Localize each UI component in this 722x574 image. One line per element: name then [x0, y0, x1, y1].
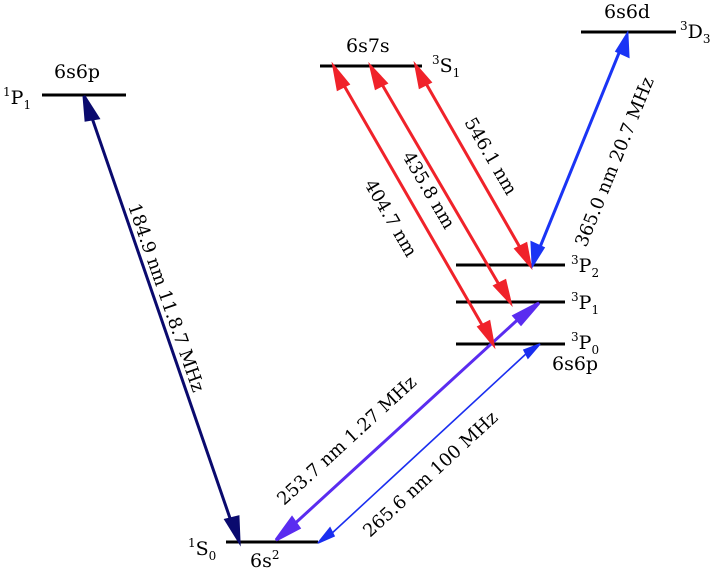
transition-label-265-6nm: 265.6 nm 100 MHz: [359, 407, 502, 541]
arrow-365-0nm: [530, 30, 630, 269]
arrow-265-6nm: [317, 343, 541, 544]
label-3p1: 3P1: [571, 290, 599, 317]
transition-label-404-7nm: 404.7 nm: [360, 176, 421, 261]
arrow-184-9nm: [82, 95, 241, 547]
arrow-404-7nm: [331, 61, 496, 350]
label-1s0: 1S0: [188, 536, 216, 563]
transition-label-435-8nm: 435.8 nm: [398, 148, 459, 233]
arrow-253-7nm: [274, 301, 541, 542]
config-3d3: 6s6d: [604, 1, 650, 23]
config-3s1: 6s7s: [346, 35, 390, 57]
transition-label-184-9nm: 184.9 nm 11.8.7 MHz: [123, 201, 208, 395]
transition-label-365-0nm: 365.0 nm 20.7 MHz: [571, 74, 659, 250]
label-3d3: 3D3: [680, 19, 711, 46]
label-3p2: 3P2: [571, 253, 599, 280]
label-1p1: 1P1: [3, 85, 31, 112]
label-3p0: 3P0: [571, 330, 599, 357]
config-3p: 6s6p: [552, 353, 598, 375]
arrow-546-1nm: [413, 60, 533, 271]
config-1s0: 6s2: [250, 548, 279, 572]
arrow-435-8nm: [368, 61, 513, 308]
config-1p1: 6s6p: [54, 61, 100, 83]
label-3s1: 3S1: [432, 53, 460, 80]
